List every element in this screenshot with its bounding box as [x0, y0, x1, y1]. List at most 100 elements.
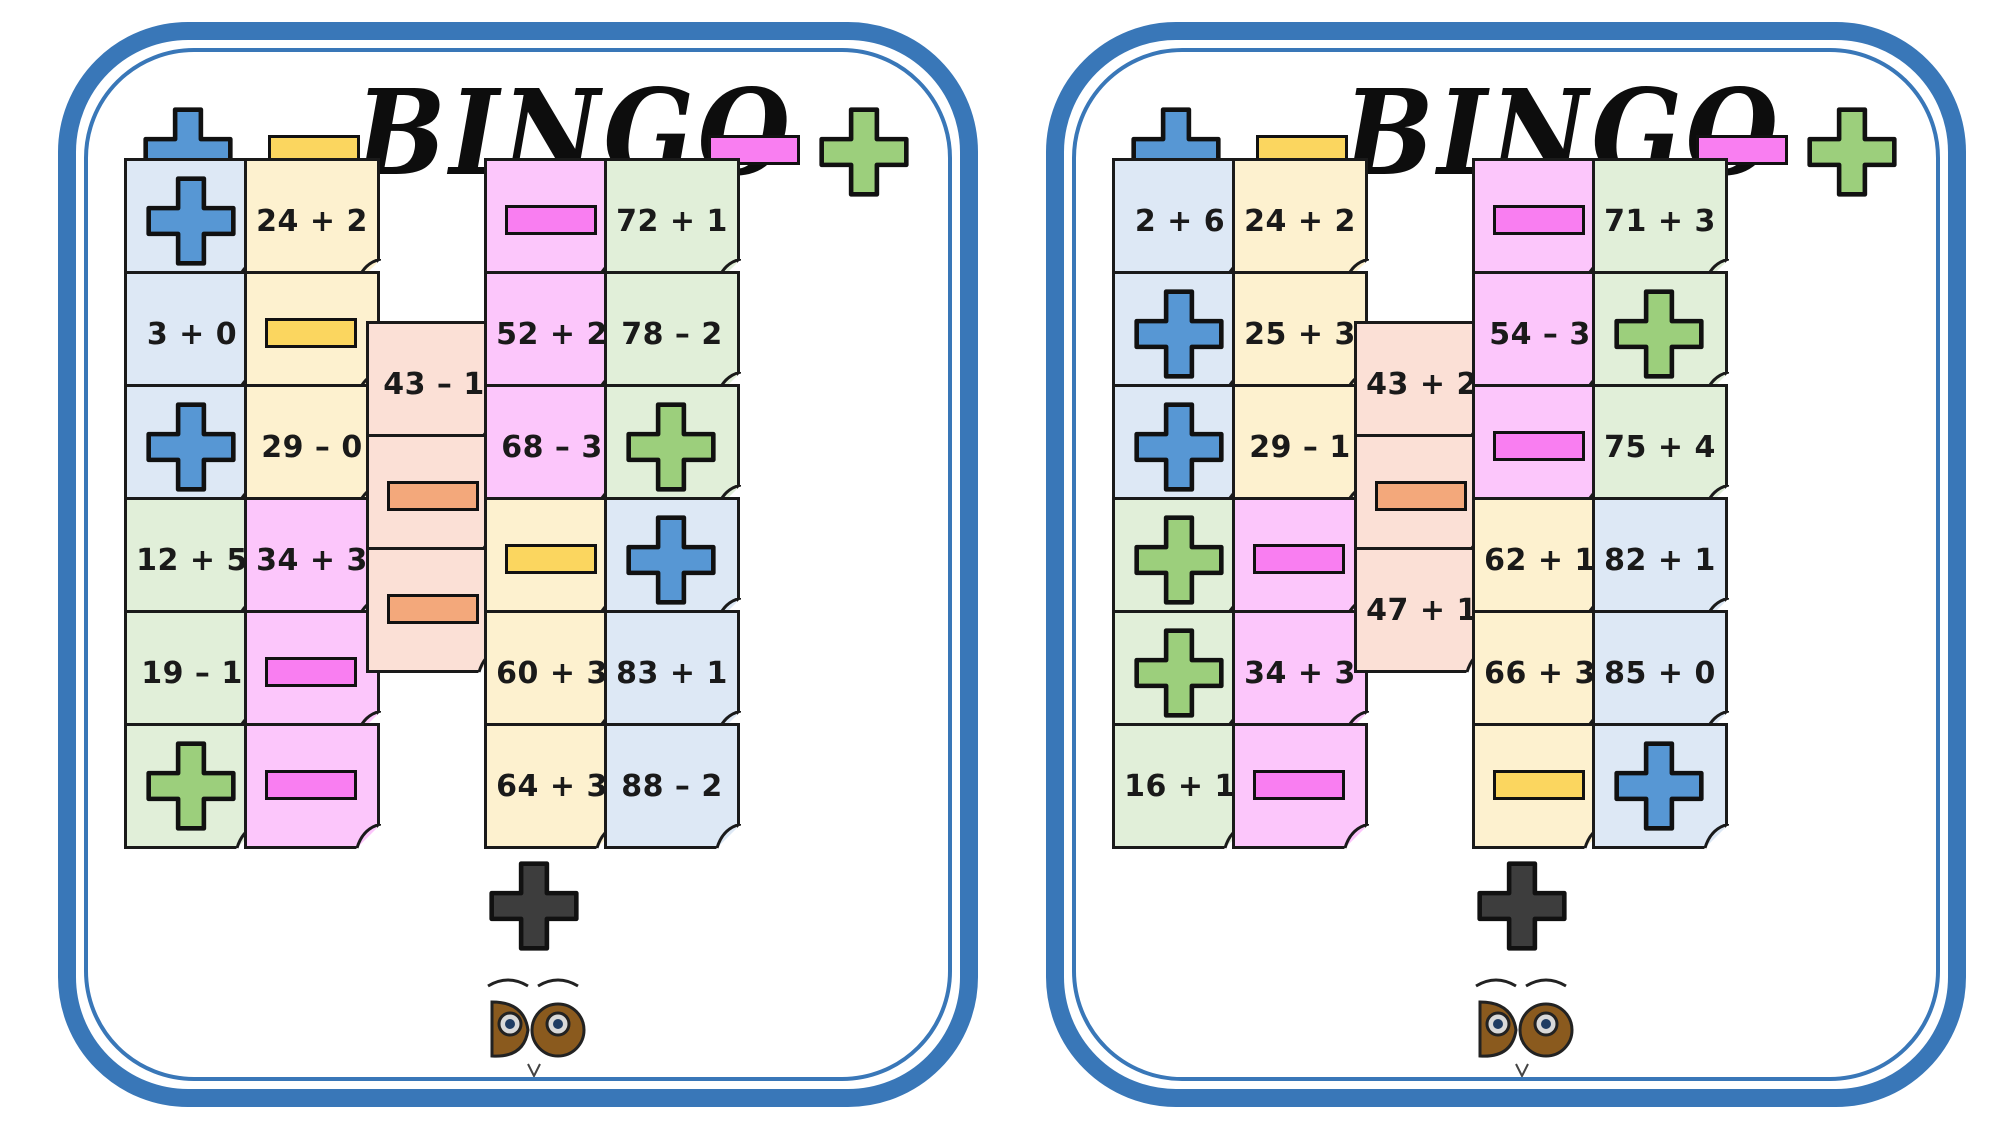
page-curl-icon [1343, 824, 1369, 850]
bingo-cell: 25 + 3 [1232, 271, 1369, 398]
cell-expression: 54 – 3 [1489, 316, 1591, 352]
bingo-cell-minus [484, 158, 621, 285]
cell-expression: 43 + 2 [1366, 366, 1478, 402]
bingo-cell: 12 + 5 [124, 497, 261, 624]
cell-expression: 72 + 1 [616, 203, 728, 239]
cell-expression: 3 + 0 [146, 316, 238, 352]
bingo-cell-minus [244, 723, 381, 850]
bingo-cell-plus [1112, 497, 1249, 624]
plus-dark-icon [1476, 860, 1568, 952]
minus-pink-icon [505, 205, 597, 235]
bingo-cell-minus [1472, 158, 1609, 285]
cell-expression: 83 + 1 [616, 655, 728, 691]
bingo-cell: 72 + 1 [604, 158, 741, 285]
cell-expression: 34 + 3 [1244, 655, 1356, 691]
owl-logo [1466, 972, 1576, 1082]
minus-yellow-icon [1493, 770, 1585, 800]
bingo-cell-minus [1232, 723, 1369, 850]
bingo-cell: 68 – 3 [484, 384, 621, 511]
cell-expression: 25 + 3 [1244, 316, 1356, 352]
cell-expression: 24 + 2 [256, 203, 368, 239]
minus-yellow-icon [265, 318, 357, 348]
cell-expression: 85 + 0 [1604, 655, 1716, 691]
minus-pink-icon [1253, 544, 1345, 574]
bingo-cell-plus [1592, 271, 1729, 398]
bingo-cell-minus [244, 271, 381, 398]
cell-expression: 78 – 2 [621, 316, 723, 352]
bingo-cell: 43 – 1 [366, 321, 503, 448]
minus-pink-icon [265, 770, 357, 800]
bingo-cell: 88 – 2 [604, 723, 741, 850]
minus-yellow-icon [505, 544, 597, 574]
bingo-cell: 85 + 0 [1592, 610, 1729, 737]
plus-green-icon [1133, 627, 1225, 719]
bingo-cell: 64 + 3 [484, 723, 621, 850]
plus-blue-icon [145, 175, 237, 267]
cell-expression: 60 + 3 [496, 655, 608, 691]
minus-pink-icon [708, 135, 800, 165]
bingo-cell-minus [484, 497, 621, 624]
bingo-cell: 24 + 2 [244, 158, 381, 285]
minus-orange-icon [387, 594, 479, 624]
plus-blue-icon [145, 401, 237, 493]
minus-pink-icon [265, 657, 357, 687]
bingo-cell-plus [1112, 271, 1249, 398]
bingo-cell-minus [366, 547, 503, 674]
cell-expression: 29 – 1 [1249, 429, 1351, 465]
bingo-cell: 60 + 3 [484, 610, 621, 737]
plus-green-icon [1613, 288, 1705, 380]
bingo-cell-minus [366, 434, 503, 561]
cell-expression: 68 – 3 [501, 429, 603, 465]
bingo-cell: 29 – 0 [244, 384, 381, 511]
cell-expression: 43 – 1 [383, 366, 485, 402]
cell-expression: 24 + 2 [1244, 203, 1356, 239]
bingo-cell-plus [124, 723, 261, 850]
bingo-cell: 71 + 3 [1592, 158, 1729, 285]
bingo-cell-minus [244, 610, 381, 737]
bingo-cell: 43 + 2 [1354, 321, 1491, 448]
cell-expression: 47 + 1 [1366, 592, 1478, 628]
minus-pink-icon [1253, 770, 1345, 800]
plus-green-icon [145, 740, 237, 832]
bingo-cell: 78 – 2 [604, 271, 741, 398]
cell-expression: 62 + 1 [1484, 542, 1596, 578]
cell-expression: 64 + 3 [496, 768, 608, 804]
plus-dark-icon [488, 860, 580, 952]
minus-orange-icon [1375, 481, 1467, 511]
bingo-cell: 83 + 1 [604, 610, 741, 737]
cell-expression: 12 + 5 [136, 542, 248, 578]
cell-expression: 66 + 3 [1484, 655, 1596, 691]
plus-green-icon [818, 106, 910, 198]
bingo-cell: 62 + 1 [1472, 497, 1609, 624]
page-curl-icon [1703, 824, 1729, 850]
cell-expression: 88 – 2 [621, 768, 723, 804]
bingo-cell: 52 + 2 [484, 271, 621, 398]
bingo-cell-plus [604, 384, 741, 511]
bingo-cell: 19 – 1 [124, 610, 261, 737]
bingo-cell: 75 + 4 [1592, 384, 1729, 511]
page-curl-icon [715, 824, 741, 850]
plus-green-icon [1806, 106, 1898, 198]
cell-expression: 16 + 1 [1124, 768, 1236, 804]
plus-green-icon [625, 401, 717, 493]
cell-expression: 52 + 2 [496, 316, 608, 352]
bingo-cell-minus [1354, 434, 1491, 561]
bingo-cell: 24 + 2 [1232, 158, 1369, 285]
bingo-cell: 16 + 1 [1112, 723, 1249, 850]
plus-blue-icon [1133, 401, 1225, 493]
bingo-cell-minus [1472, 384, 1609, 511]
bingo-cell: 47 + 1 [1354, 547, 1491, 674]
bingo-cell: 29 – 1 [1232, 384, 1369, 511]
minus-pink-icon [1493, 205, 1585, 235]
plus-blue-icon [625, 514, 717, 606]
cell-expression: 2 + 6 [1134, 203, 1226, 239]
bingo-cell: 34 + 3 [1232, 610, 1369, 737]
cell-expression: 34 + 3 [256, 542, 368, 578]
bingo-cell-plus [1112, 384, 1249, 511]
owl-logo [478, 972, 588, 1082]
cell-expression: 29 – 0 [261, 429, 363, 465]
bingo-cell: 3 + 0 [124, 271, 261, 398]
cell-expression: 82 + 1 [1604, 542, 1716, 578]
plus-blue-icon [1133, 288, 1225, 380]
